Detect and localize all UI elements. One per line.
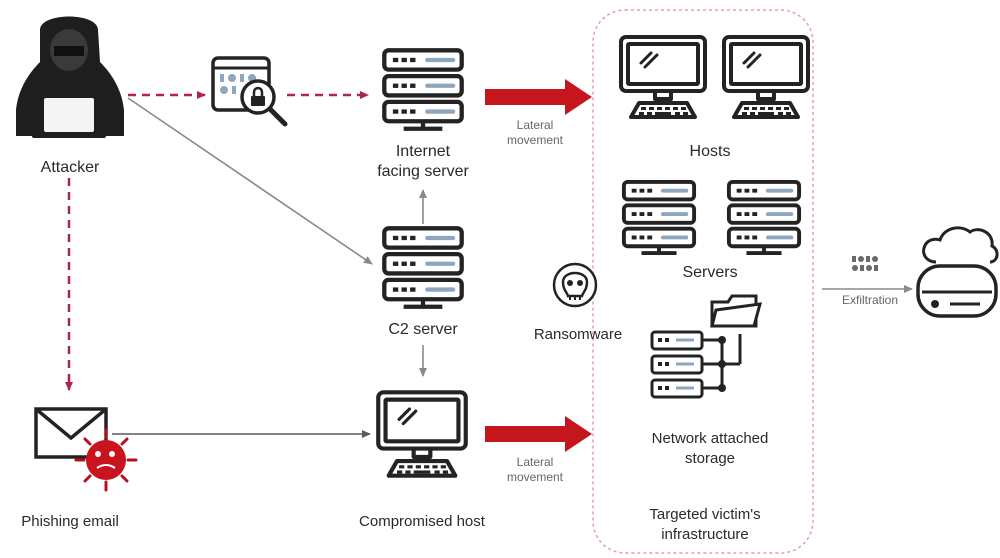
attacker-label: Attacker <box>40 159 100 176</box>
ransomware-label: Ransomware <box>533 326 623 343</box>
victim-infrastructure-boundary <box>592 9 814 554</box>
lateral-movement-arrow-bottom <box>485 416 592 452</box>
lateral-movement-bottom-label: Lateral movement <box>506 455 564 484</box>
compromised-host-label: Compromised host <box>359 513 485 530</box>
internet-server-label: Internet facing server <box>343 142 503 182</box>
data-search-lock-icon <box>211 56 288 127</box>
binary-data-icon <box>852 256 878 271</box>
nas-folder-icon <box>650 294 763 399</box>
phishing-email-label: Phishing email <box>21 513 119 530</box>
host-computer-icon <box>621 37 705 117</box>
hosts-label: Hosts <box>689 143 731 160</box>
server-rack-icon <box>726 179 802 256</box>
internet-server-icon <box>384 50 461 128</box>
server-rack-icon <box>621 179 697 256</box>
cloud-storage-icon <box>916 226 999 318</box>
internet-server-label-line1: Internet <box>395 143 451 160</box>
lateral-movement-top-label: Lateral movement <box>506 118 564 147</box>
lateral-movement-arrow-top <box>485 79 592 115</box>
servers-label: Servers <box>682 264 738 281</box>
attacker-to-c2-arrow <box>127 97 373 265</box>
victim-infrastructure-label: Targeted victim's infrastructure <box>649 506 761 543</box>
envelope-virus-icon <box>34 407 138 492</box>
internet-server-label-line2: facing server <box>377 163 469 180</box>
c2-server-icon <box>384 228 461 306</box>
exfiltration-label: Exfiltration <box>841 293 899 307</box>
skull-icon <box>552 262 598 308</box>
compromised-host-icon <box>378 392 466 475</box>
c2-server-label: C2 server <box>388 321 458 338</box>
host-computer-icon <box>724 37 808 117</box>
hooded-hacker-icon <box>16 16 124 138</box>
nas-label: Network attached storage <box>651 430 769 467</box>
